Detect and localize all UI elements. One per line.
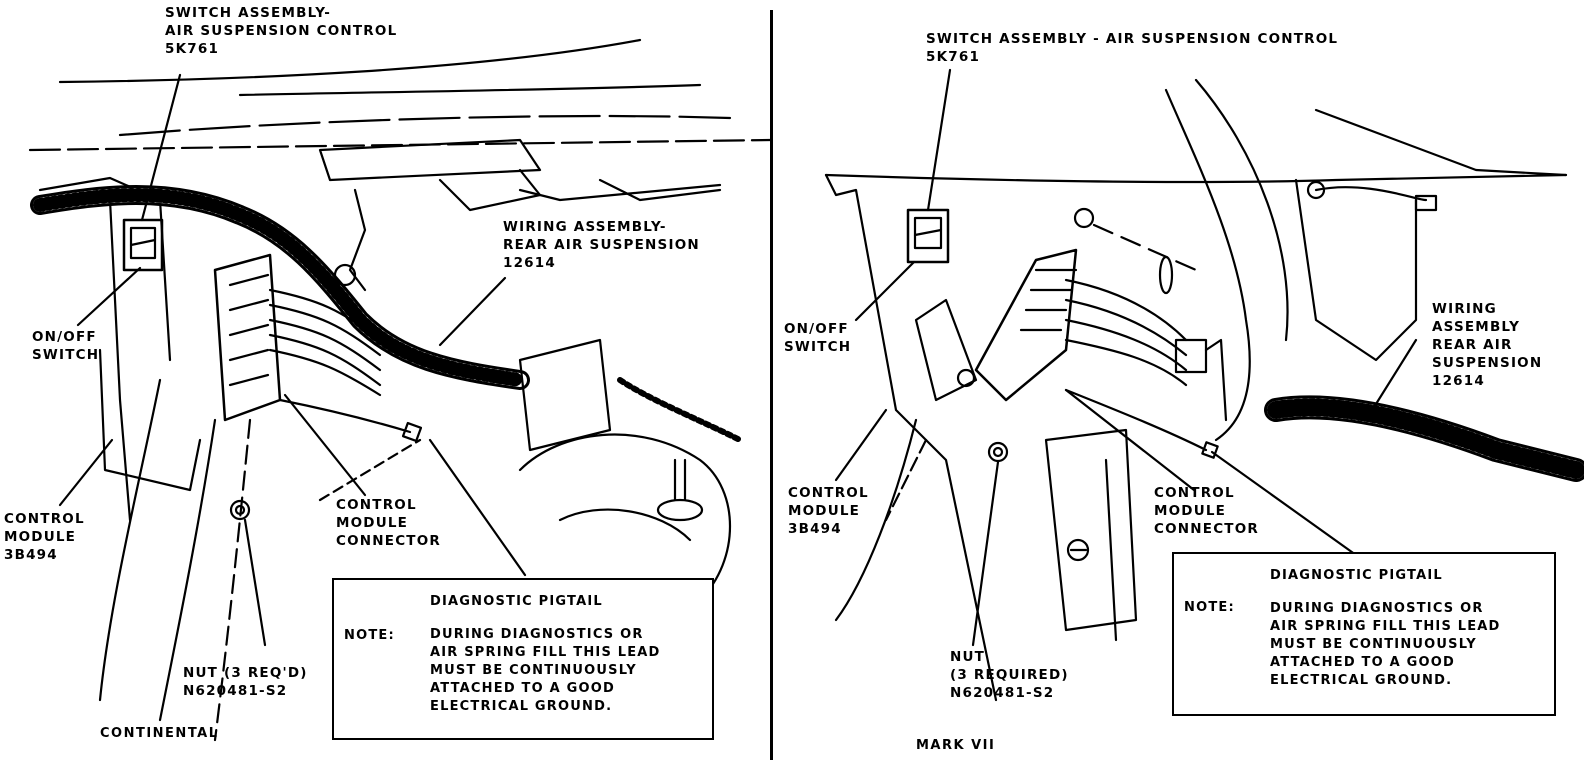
nut-label: NUT (3 REQUIRED) N620481-S2 xyxy=(950,649,1069,701)
mark-vii-caption: MARK VII xyxy=(916,738,996,753)
note-body: DURING DIAGNOSTICS OR AIR SPRING FILL TH… xyxy=(430,627,661,714)
on-off-switch-label: ON/OFF SWITCH xyxy=(32,329,100,363)
mark-vii-line-art xyxy=(824,68,1584,702)
panel-divider xyxy=(770,10,773,760)
control-module-label: CONTROL MODULE 3B494 xyxy=(4,511,85,563)
note-title: DIAGNOSTIC PIGTAIL xyxy=(1270,568,1443,583)
control-module-connector-label: CONTROL MODULE CONNECTOR xyxy=(336,497,441,549)
on-off-switch-label: ON/OFF SWITCH xyxy=(784,321,852,355)
note-body: DURING DIAGNOSTICS OR AIR SPRING FILL TH… xyxy=(1270,601,1501,688)
continental-diagram-panel: SWITCH ASSEMBLY- AIR SUSPENSION CONTROL … xyxy=(0,0,772,764)
switch-assembly-label: SWITCH ASSEMBLY - AIR SUSPENSION CONTROL… xyxy=(926,31,1339,65)
wiring-assembly-label: WIRING ASSEMBLY- REAR AIR SUSPENSION 126… xyxy=(503,219,700,271)
note-title: DIAGNOSTIC PIGTAIL xyxy=(430,594,603,609)
wiring-assembly-label: WIRING ASSEMBLY REAR AIR SUSPENSION 1261… xyxy=(1432,301,1543,389)
note-key: NOTE: xyxy=(344,628,395,643)
continental-caption: CONTINENTAL xyxy=(100,726,219,741)
control-module-label: CONTROL MODULE 3B494 xyxy=(788,485,869,537)
switch-assembly-label: SWITCH ASSEMBLY- AIR SUSPENSION CONTROL … xyxy=(165,5,398,57)
control-module-connector-label: CONTROL MODULE CONNECTOR xyxy=(1154,485,1259,537)
nut-label: NUT (3 REQ'D) N620481-S2 xyxy=(183,665,308,699)
mark-vii-diagram-panel: SWITCH ASSEMBLY - AIR SUSPENSION CONTROL… xyxy=(776,0,1584,764)
note-key: NOTE: xyxy=(1184,600,1235,615)
continental-line-art xyxy=(28,38,772,742)
diagnostic-pigtail-note-box: DIAGNOSTIC PIGTAIL NOTE: DURING DIAGNOST… xyxy=(1172,552,1556,716)
diagnostic-pigtail-note-box: DIAGNOSTIC PIGTAIL NOTE: DURING DIAGNOST… xyxy=(332,578,714,740)
